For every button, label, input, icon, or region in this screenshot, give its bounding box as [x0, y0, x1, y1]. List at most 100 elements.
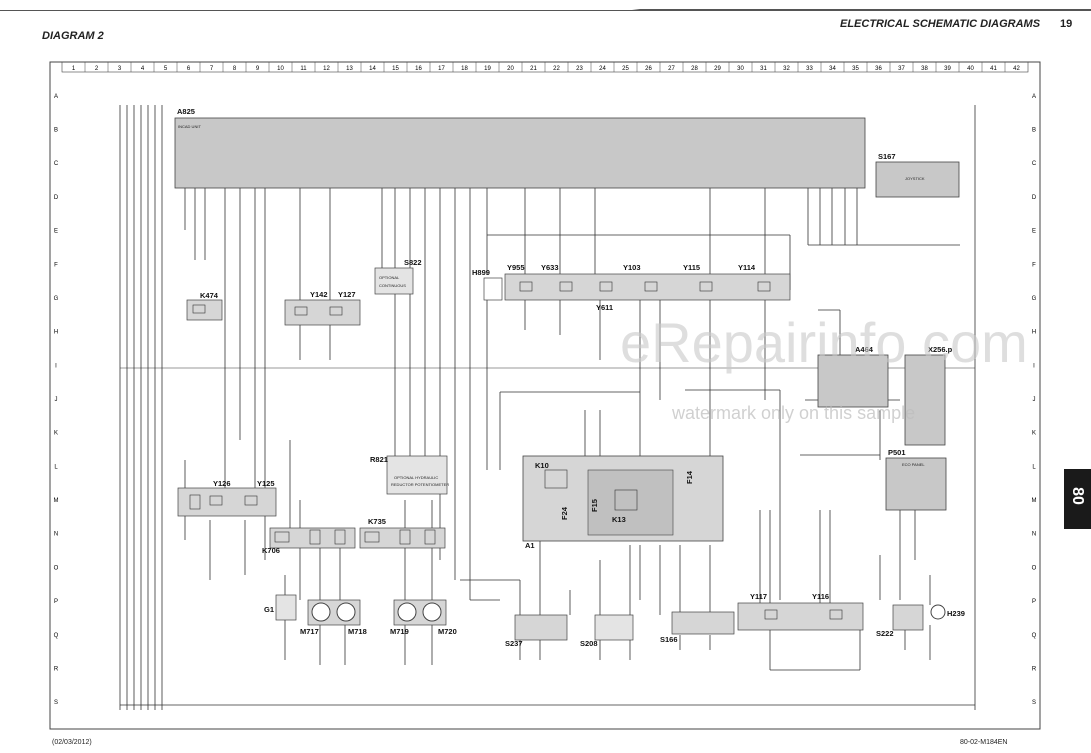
- column-label: 3: [118, 66, 122, 72]
- row-label: K: [1032, 431, 1036, 437]
- row-label: F: [1032, 262, 1036, 268]
- column-label: 41: [990, 66, 997, 72]
- label-h239: H239: [947, 609, 965, 618]
- column-label: 13: [346, 66, 353, 72]
- row-label: O: [1032, 565, 1037, 571]
- column-label: 25: [622, 66, 629, 72]
- column-label: 32: [783, 66, 790, 72]
- label-y142: Y142: [310, 290, 328, 299]
- footer-doc-code: 80-02-M184EN: [960, 739, 1008, 746]
- column-label: 15: [392, 66, 399, 72]
- label-r821: R821: [370, 455, 388, 464]
- label-a464: A464: [855, 345, 874, 354]
- label-k13: K13: [612, 515, 626, 524]
- row-label: L: [54, 464, 58, 470]
- label-y126: Y126: [213, 479, 231, 488]
- label-y114: Y114: [738, 263, 756, 272]
- section-title: ELECTRICAL SCHEMATIC DIAGRAMS: [840, 18, 1041, 30]
- row-label: B: [54, 128, 58, 134]
- row-label: P: [54, 599, 58, 605]
- row-label: G: [1032, 296, 1037, 302]
- sub-a825: INCAD UNIT: [178, 124, 201, 129]
- column-label: 20: [507, 66, 514, 72]
- label-a1: A1: [525, 541, 535, 550]
- row-label: J: [1033, 397, 1036, 403]
- row-label: H: [1032, 330, 1036, 336]
- row-label: A: [54, 94, 58, 100]
- label-k735: K735: [368, 517, 386, 526]
- row-label: D: [1032, 195, 1037, 201]
- column-label: 9: [256, 66, 260, 72]
- label-f15: F15: [590, 499, 599, 512]
- label-y103: Y103: [623, 263, 641, 272]
- label-y117: Y117: [750, 592, 767, 601]
- column-label: 35: [852, 66, 859, 72]
- label-f24: F24: [560, 506, 569, 520]
- column-label: 33: [806, 66, 813, 72]
- label-y115: Y115: [683, 263, 700, 272]
- column-label: 5: [164, 66, 168, 72]
- sub2-r821: REDUCTOR POTENTIOMETER: [391, 482, 449, 487]
- footer-date: (02/03/2012): [52, 739, 92, 746]
- column-label: 39: [944, 66, 951, 72]
- label-y633: Y633: [541, 263, 559, 272]
- label-g1: G1: [264, 605, 274, 614]
- sub1-s822: OPTIONAL: [379, 275, 400, 280]
- column-label: 30: [737, 66, 744, 72]
- row-label: D: [54, 195, 59, 201]
- sub-p501: ECO PANEL: [902, 462, 925, 467]
- column-label: 17: [438, 66, 445, 72]
- column-label: 10: [277, 66, 284, 72]
- label-s167: S167: [878, 152, 896, 161]
- column-label: 11: [300, 66, 307, 72]
- row-label: R: [1032, 666, 1037, 672]
- row-label: F: [54, 262, 58, 268]
- column-label: 18: [461, 66, 468, 72]
- column-label: 22: [553, 66, 560, 72]
- label-s237: S237: [505, 639, 523, 648]
- label-p501: P501: [888, 448, 906, 457]
- column-label: 31: [760, 66, 767, 72]
- row-label: L: [1032, 464, 1036, 470]
- label-m717: M717: [300, 627, 319, 636]
- header-rule: [0, 0, 1091, 11]
- column-label: 1: [72, 66, 76, 72]
- row-label: S: [54, 700, 58, 706]
- row-label: C: [1032, 161, 1037, 167]
- sub-s167: JOYSTICK: [905, 176, 925, 181]
- section-tab: 80: [1064, 469, 1091, 529]
- row-label: N: [54, 532, 58, 538]
- label-y125: Y125: [257, 479, 275, 488]
- column-label: 36: [875, 66, 882, 72]
- label-m720: M720: [438, 627, 457, 636]
- label-y116: Y116: [812, 592, 829, 601]
- column-label: 40: [967, 66, 974, 72]
- column-label: 38: [921, 66, 928, 72]
- column-label: 23: [576, 66, 583, 72]
- column-label: 2: [95, 66, 99, 72]
- row-label: O: [54, 565, 59, 571]
- s167-box: [875, 161, 960, 198]
- column-label: 6: [187, 66, 191, 72]
- column-label: 42: [1013, 66, 1020, 72]
- row-label: N: [1032, 532, 1036, 538]
- row-label: P: [1032, 599, 1036, 605]
- row-label: M: [54, 498, 59, 504]
- watermark-text: eRepairinfo.com: [620, 311, 1028, 374]
- label-s166: S166: [660, 635, 678, 644]
- column-label: 37: [898, 66, 905, 72]
- diagram-title: DIAGRAM 2: [42, 30, 104, 42]
- row-label: Q: [1032, 633, 1037, 639]
- row-label: E: [54, 229, 58, 235]
- column-label: 27: [668, 66, 675, 72]
- row-label: I: [1033, 363, 1035, 369]
- row-label: I: [55, 363, 57, 369]
- column-label: 16: [415, 66, 422, 72]
- column-label: 7: [210, 66, 214, 72]
- column-label: 26: [645, 66, 652, 72]
- column-label: 28: [691, 66, 698, 72]
- column-label: 34: [829, 66, 836, 72]
